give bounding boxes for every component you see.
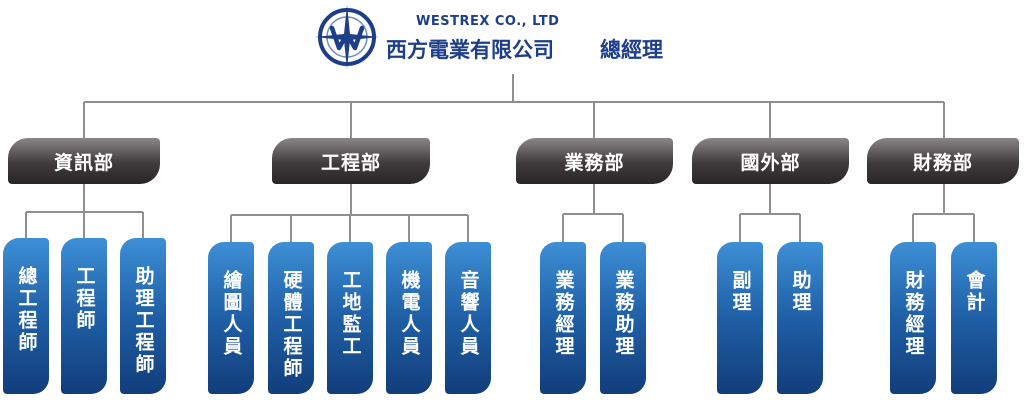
- role-label: 業務經理: [552, 270, 575, 358]
- role-site-supervisor: 工地監工: [327, 242, 373, 394]
- role-label: 工地監工: [339, 270, 362, 358]
- role-deputy-manager: 副理: [717, 242, 763, 394]
- company-name-english: WESTREX CO., LTD: [416, 14, 560, 29]
- role-engineer: 工程師: [61, 238, 107, 394]
- role-label: 助理: [789, 270, 812, 314]
- role-accountant: 會計: [951, 242, 997, 394]
- role-label: 工程師: [73, 266, 96, 332]
- role-sales-manager: 業務經理: [540, 242, 586, 394]
- general-manager-title: 總經理: [600, 37, 663, 62]
- role-assistant: 助理: [777, 242, 823, 394]
- role-label: 機電人員: [398, 270, 421, 358]
- westrex-logo-icon: [315, 5, 379, 69]
- role-label: 硬體工程師: [280, 270, 303, 380]
- role-electromechanical-staff: 機電人員: [386, 242, 432, 394]
- role-assistant-engineer: 助理工程師: [120, 238, 166, 394]
- company-name-chinese: 西方電業有限公司: [386, 37, 554, 62]
- role-sales-assistant: 業務助理: [600, 242, 646, 394]
- role-drafter: 繪圖人員: [208, 242, 254, 394]
- role-label: 助理工程師: [132, 266, 155, 376]
- chart-header: WESTREX CO., LTD 西方電業有限公司 總經理: [314, 4, 714, 69]
- role-chief-engineer: 總工程師: [3, 238, 49, 394]
- role-label: 總工程師: [15, 266, 38, 354]
- dept-sales: 業務部: [516, 138, 673, 184]
- role-label: 會計: [963, 270, 986, 314]
- dept-engineering: 工程部: [272, 138, 430, 184]
- dept-international: 國外部: [692, 138, 849, 184]
- role-label: 業務助理: [612, 270, 635, 358]
- role-label: 繪圖人員: [220, 270, 243, 358]
- role-hardware-engineer: 硬體工程師: [268, 242, 314, 394]
- role-label: 副理: [729, 270, 752, 314]
- role-finance-manager: 財務經理: [890, 242, 936, 394]
- role-label: 音響人員: [457, 270, 480, 358]
- dept-information: 資訊部: [8, 138, 160, 184]
- dept-finance: 財務部: [867, 138, 1019, 184]
- role-label: 財務經理: [902, 270, 925, 358]
- role-audio-staff: 音響人員: [445, 242, 491, 394]
